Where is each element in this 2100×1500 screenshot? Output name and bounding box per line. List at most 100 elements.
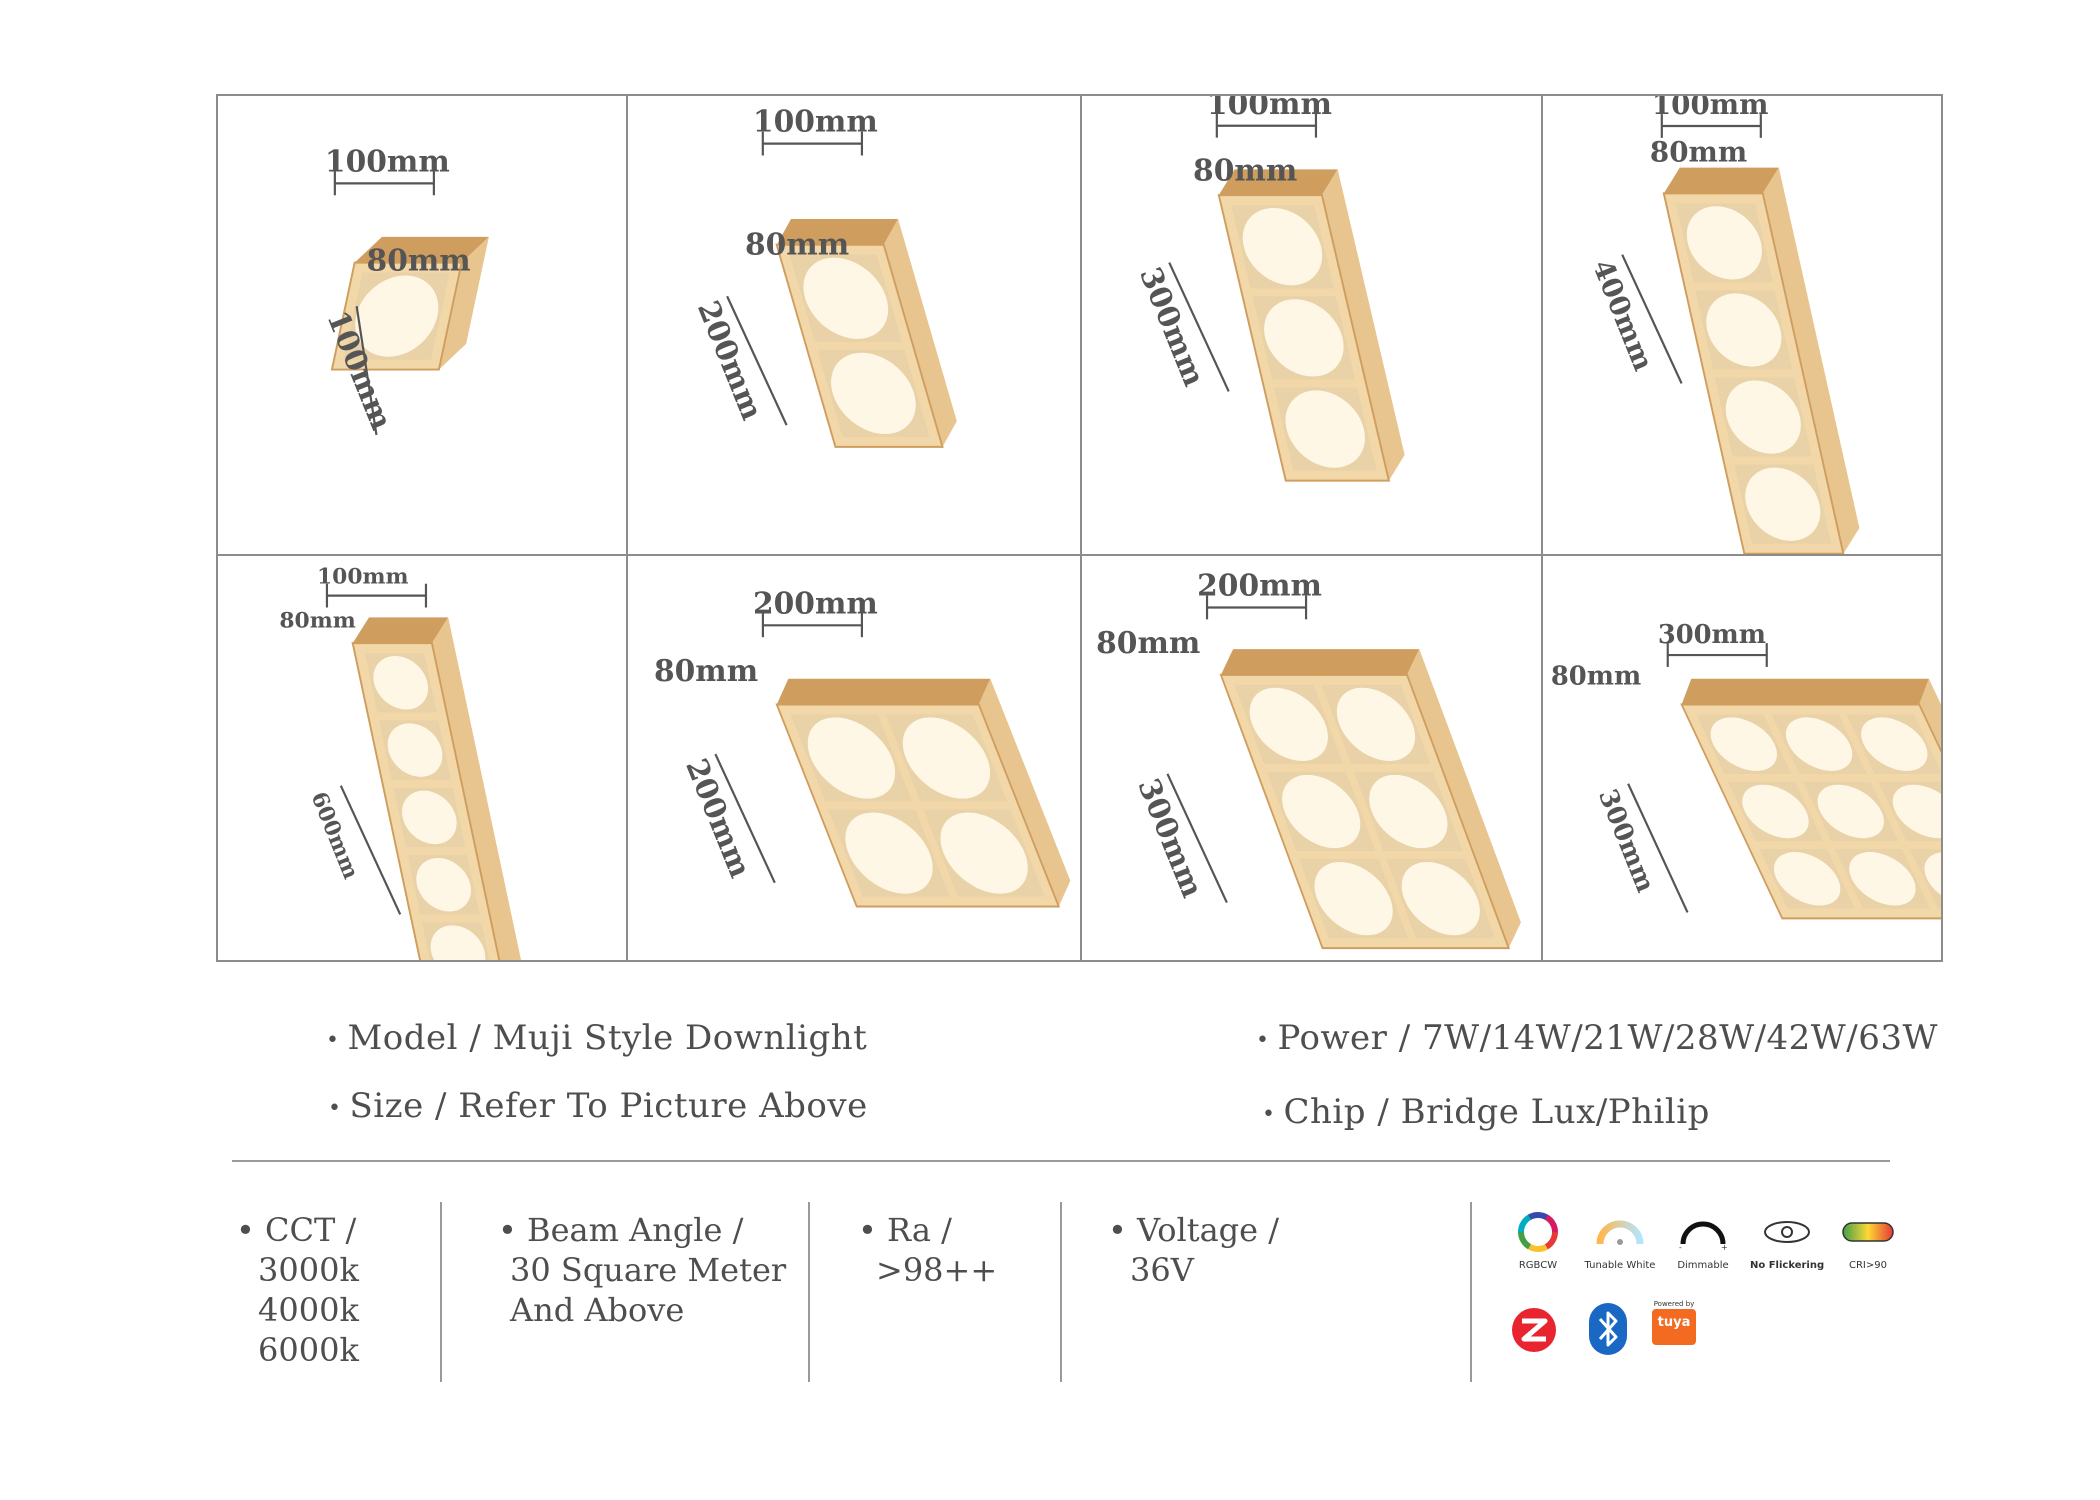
box-top-face	[776, 678, 991, 705]
lamp-glow	[803, 257, 889, 339]
section-divider	[232, 1160, 1890, 1162]
lamp-glow	[1849, 852, 1916, 906]
col-separator	[1060, 1202, 1062, 1382]
lamp-glow	[902, 717, 991, 799]
downlight-product	[351, 617, 537, 960]
downlight-product	[1217, 169, 1405, 482]
spec-chip-text: Chip / Bridge Lux/Philip	[1283, 1092, 1710, 1132]
dimmable-icon: -+	[1679, 1221, 1728, 1252]
feature-cri: CRI>90	[1836, 1212, 1900, 1271]
col-cct-value-1: 3000k	[258, 1251, 359, 1289]
lamp-glow	[940, 812, 1028, 894]
tuya-logo: tuya	[1652, 1309, 1696, 1345]
box-side-face	[438, 236, 489, 370]
spec-power: •Power / 7W/14W/21W/28W/42W/63W	[1256, 1018, 1938, 1058]
col-beam-value-2: And Above	[510, 1291, 685, 1329]
length-dimension-line	[1168, 262, 1230, 392]
tuya-powered-text: Powered by	[1653, 1300, 1695, 1308]
box-top-face	[352, 617, 449, 644]
width-label: 200mm	[1197, 569, 1322, 604]
width-label: 200mm	[753, 586, 878, 621]
width-label: 100mm	[1652, 96, 1769, 121]
col-separator	[440, 1202, 442, 1382]
downlight-product	[775, 218, 957, 448]
width-label: 100mm	[753, 105, 878, 140]
length-dimension-line	[726, 295, 788, 426]
width-label: 100mm	[317, 565, 409, 590]
col-beam-title: • Beam Angle /	[498, 1211, 744, 1249]
lamp-glow	[1242, 208, 1323, 286]
col-voltage-title: • Voltage /	[1108, 1211, 1280, 1249]
lamp-glow	[1817, 784, 1884, 839]
length-dimension-line	[1166, 773, 1228, 904]
depth-label: 80mm	[1096, 626, 1200, 661]
box-side-face	[1762, 167, 1860, 554]
downlight-product	[1662, 167, 1860, 554]
lamp-glow	[1264, 299, 1344, 377]
length-dimension-line	[714, 753, 776, 884]
box-side-face	[1321, 169, 1405, 481]
downlight-product	[1680, 678, 1941, 920]
lamp-glow	[1282, 774, 1361, 849]
svg-text:+: +	[1721, 1243, 1728, 1252]
col-separator	[808, 1202, 810, 1382]
length-dimension-line	[355, 306, 378, 436]
box-side-face	[883, 218, 957, 447]
feature-no-flicker: No Flickering	[1750, 1212, 1824, 1271]
cri-icon	[1842, 1222, 1894, 1242]
box-top-face	[1218, 169, 1338, 196]
depth-label: 80mm	[1193, 153, 1297, 188]
lamp-glow	[1742, 784, 1809, 839]
col-beam-value-1: 30 Square Meter	[510, 1251, 787, 1289]
lamp-glow	[807, 717, 896, 799]
depth-label: 80mm	[1551, 662, 1641, 692]
lamp-glow	[1745, 467, 1821, 541]
col-ra-title: • Ra /	[858, 1211, 952, 1249]
lamp-glow	[1314, 861, 1393, 936]
spec-power-text: Power / 7W/14W/21W/28W/42W/63W	[1277, 1018, 1938, 1058]
col-cct-value-2: 4000k	[258, 1291, 359, 1329]
downlight-product	[330, 236, 489, 371]
lamp-glow	[373, 656, 429, 710]
lamp-glow	[402, 790, 457, 845]
lamp-glow	[1706, 293, 1782, 367]
box-top-face	[1681, 678, 1929, 705]
feature-rgbcw: RGBCW	[1508, 1212, 1568, 1271]
box-side-face	[978, 678, 1071, 907]
svg-text:-: -	[1679, 1243, 1682, 1252]
length-dimension-line	[1627, 783, 1689, 913]
col-beam: • Beam Angle / 30 Square Meter And Above	[498, 1210, 786, 1330]
lamp-glow	[355, 275, 439, 357]
lamp-glow	[387, 723, 443, 777]
col-separator	[1470, 1202, 1472, 1382]
feature-rgbcw-label: RGBCW	[1518, 1260, 1558, 1271]
lamp-glow	[1336, 687, 1416, 761]
lamp-glow	[416, 858, 471, 912]
box-top-face	[1663, 167, 1779, 194]
box-top-face	[776, 218, 899, 245]
lamp-glow	[1401, 861, 1480, 936]
feature-dimmable-label: Dimmable	[1677, 1260, 1729, 1271]
col-cct: • CCT / 3000k 4000k 6000k	[236, 1210, 359, 1370]
zigbee-icon	[1510, 1306, 1558, 1358]
width-label: 300mm	[1658, 620, 1766, 650]
spec-chip: •Chip / Bridge Lux/Philip	[1262, 1092, 1710, 1132]
width-label: 100mm	[1207, 96, 1332, 122]
lamp-glow	[1249, 687, 1328, 761]
lamp-glow	[1686, 206, 1762, 280]
box-front-face	[1662, 192, 1845, 554]
tuya-badge: Powered by tuya	[1652, 1300, 1696, 1345]
downlight-product	[1219, 649, 1521, 950]
lamp-glow	[1725, 380, 1801, 454]
